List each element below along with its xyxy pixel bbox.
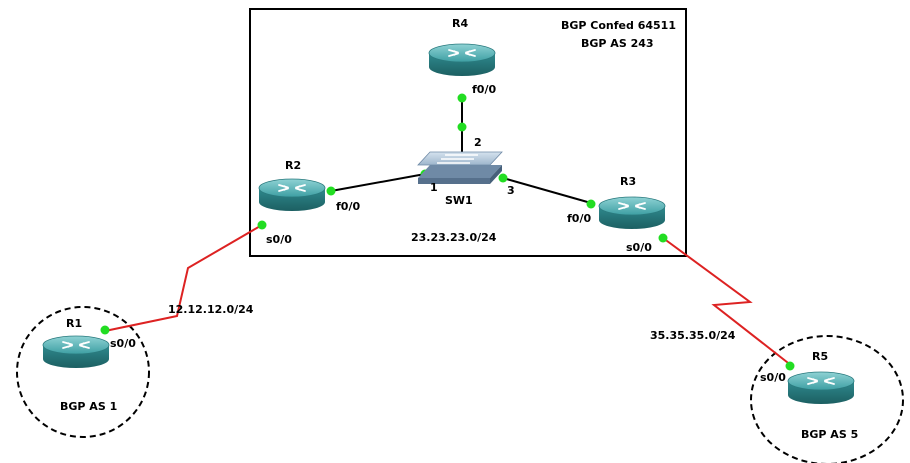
confed-label: BGP Confed 64511	[561, 19, 676, 32]
router-r2-icon[interactable]	[258, 178, 326, 212]
link-dot-r2-f0	[326, 186, 336, 196]
r5-as-label: BGP AS 5	[801, 428, 858, 441]
link-dot-sw1-p3	[498, 173, 508, 183]
as5-boundary	[750, 335, 904, 463]
sw1-port3-label: 3	[507, 184, 515, 197]
r2-s0-label: s0/0	[266, 233, 292, 246]
router-r5-icon[interactable]	[787, 371, 855, 405]
r5-name: R5	[812, 350, 828, 363]
switch-sw1-icon[interactable]	[417, 151, 503, 184]
r5-s0-label: s0/0	[760, 371, 786, 384]
sw1-port2-label: 2	[474, 136, 482, 149]
confed-as-label: BGP AS 243	[581, 37, 654, 50]
r3-f0-label: f0/0	[567, 212, 591, 225]
lan-network-label: 23.23.23.0/24	[411, 231, 497, 244]
link-dot-r5-s0	[785, 361, 795, 371]
r4-f0-label: f0/0	[472, 83, 496, 96]
r3-r5-network-label: 35.35.35.0/24	[650, 329, 736, 342]
link-dot-r1-s0	[100, 325, 110, 335]
sw1-name: SW1	[445, 194, 473, 207]
as1-boundary	[16, 306, 150, 438]
r1-s0-label: s0/0	[110, 337, 136, 350]
confed-box	[249, 8, 687, 257]
link-dot-r3-s0	[658, 233, 668, 243]
r4-name: R4	[452, 17, 468, 30]
r2-name: R2	[285, 159, 301, 172]
sw1-port1-label: 1	[430, 181, 438, 194]
r1-r2-network-label: 12.12.12.0/24	[168, 303, 254, 316]
link-dot-r4-f0	[457, 93, 467, 103]
link-dot-r3-f0	[586, 199, 596, 209]
r3-name: R3	[620, 175, 636, 188]
router-r1-icon[interactable]	[42, 335, 110, 369]
r2-f0-label: f0/0	[336, 200, 360, 213]
r1-name: R1	[66, 317, 82, 330]
router-r4-icon[interactable]	[428, 43, 496, 77]
link-dot-r2-s0	[257, 220, 267, 230]
serial-link-r3-r5	[662, 237, 793, 367]
link-dot-sw1-p2	[457, 122, 467, 132]
router-r3-icon[interactable]	[598, 196, 666, 230]
link-r3-sw1	[502, 177, 592, 204]
serial-link-r1-r2	[104, 224, 263, 332]
r1-as-label: BGP AS 1	[60, 400, 117, 413]
link-r2-sw1	[330, 173, 426, 192]
r3-s0-label: s0/0	[626, 241, 652, 254]
